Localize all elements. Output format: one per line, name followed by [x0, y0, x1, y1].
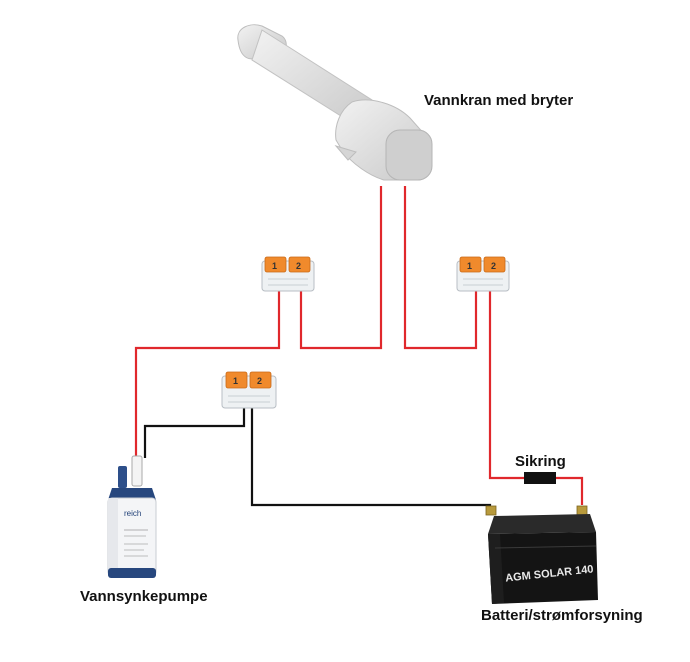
wire-faucet-to-connector-2 [403, 186, 478, 350]
battery-label: Batteri/strømforsyning [481, 607, 643, 624]
svg-text:2: 2 [257, 376, 262, 386]
pump-brand-text: reich [124, 509, 141, 518]
wires [134, 186, 584, 515]
wire-faucet-to-connector-1 [299, 186, 383, 350]
connector-3: 1 2 [221, 371, 277, 409]
wire-pump-to-connector-3 [143, 405, 246, 458]
faucet-icon [237, 24, 433, 181]
wire-connector-3-to-battery [250, 405, 492, 515]
connector-2: 1 2 [456, 256, 510, 292]
wire-fuse-to-battery [556, 476, 584, 505]
submersible-pump-icon: reich [107, 455, 157, 578]
wire-connector-1-to-pump [134, 289, 281, 458]
svg-text:2: 2 [491, 261, 496, 271]
pump-label: Vannsynkepumpe [80, 588, 208, 605]
svg-text:1: 1 [233, 376, 238, 386]
svg-text:1: 1 [467, 261, 472, 271]
svg-text:2: 2 [296, 261, 301, 271]
battery-icon: AGM SOLAR 140 [485, 505, 598, 604]
faucet-label: Vannkran med bryter [424, 92, 574, 109]
svg-text:1: 1 [272, 261, 277, 271]
connector-1: 1 2 [261, 256, 315, 292]
fuse-label: Sikring [515, 453, 566, 470]
wire-connector-2-to-fuse [488, 289, 524, 480]
fuse-icon [524, 472, 556, 484]
